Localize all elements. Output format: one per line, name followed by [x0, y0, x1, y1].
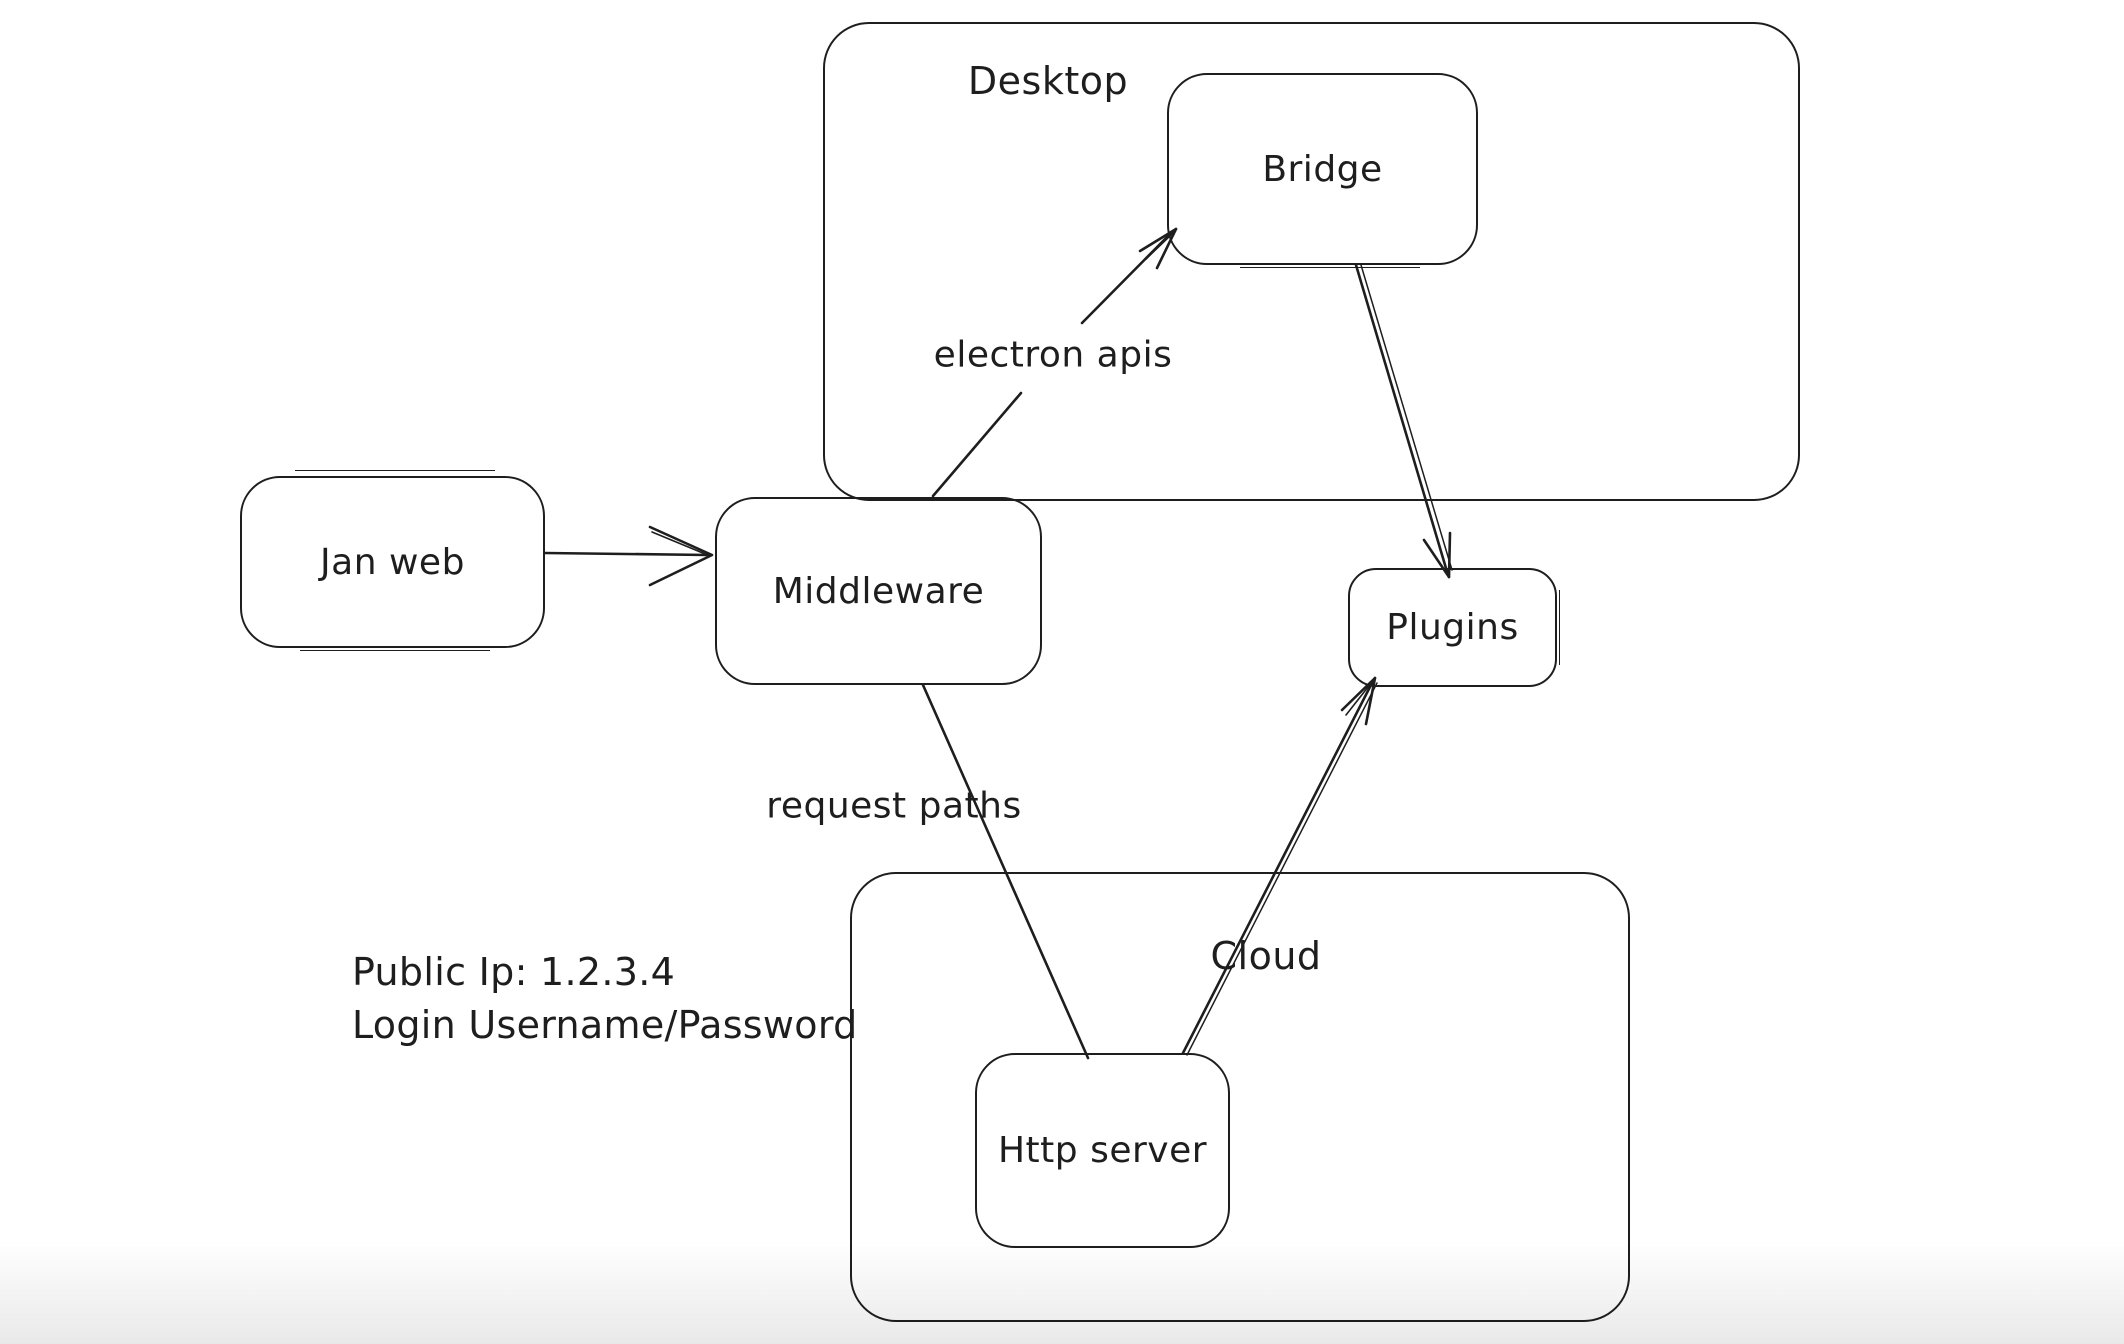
line-middleware-to-httpserver[interactable]: [921, 683, 1090, 1060]
desktop-container[interactable]: Desktop: [823, 22, 1800, 501]
node-plugins-label: Plugins: [1386, 607, 1519, 648]
node-http-server-label: Http server: [997, 1130, 1208, 1171]
annotation-text[interactable]: Public Ip: 1.2.3.4 Login Username/Passwo…: [352, 946, 858, 1052]
desktop-container-label: Desktop: [967, 59, 1129, 103]
arrow-janweb-to-middleware[interactable]: [543, 525, 714, 587]
edge-label-request-paths[interactable]: request paths: [766, 785, 1022, 827]
node-plugins[interactable]: Plugins: [1348, 568, 1557, 687]
node-bridge-label: Bridge: [1262, 148, 1383, 190]
annotation-line-public-ip: Public Ip: 1.2.3.4: [352, 950, 676, 994]
node-jan-web-label: Jan web: [320, 541, 465, 583]
node-middleware[interactable]: Middleware: [715, 497, 1042, 685]
node-middleware-label: Middleware: [772, 570, 985, 612]
node-jan-web[interactable]: Jan web: [240, 476, 545, 648]
cloud-container-label: Cloud: [1210, 934, 1322, 978]
cloud-container[interactable]: Cloud: [850, 872, 1630, 1322]
edge-label-electron-apis[interactable]: electron apis: [933, 334, 1173, 376]
node-http-server[interactable]: Http server: [975, 1053, 1230, 1248]
node-bridge[interactable]: Bridge: [1167, 73, 1478, 265]
annotation-line-login: Login Username/Password: [352, 1003, 858, 1047]
